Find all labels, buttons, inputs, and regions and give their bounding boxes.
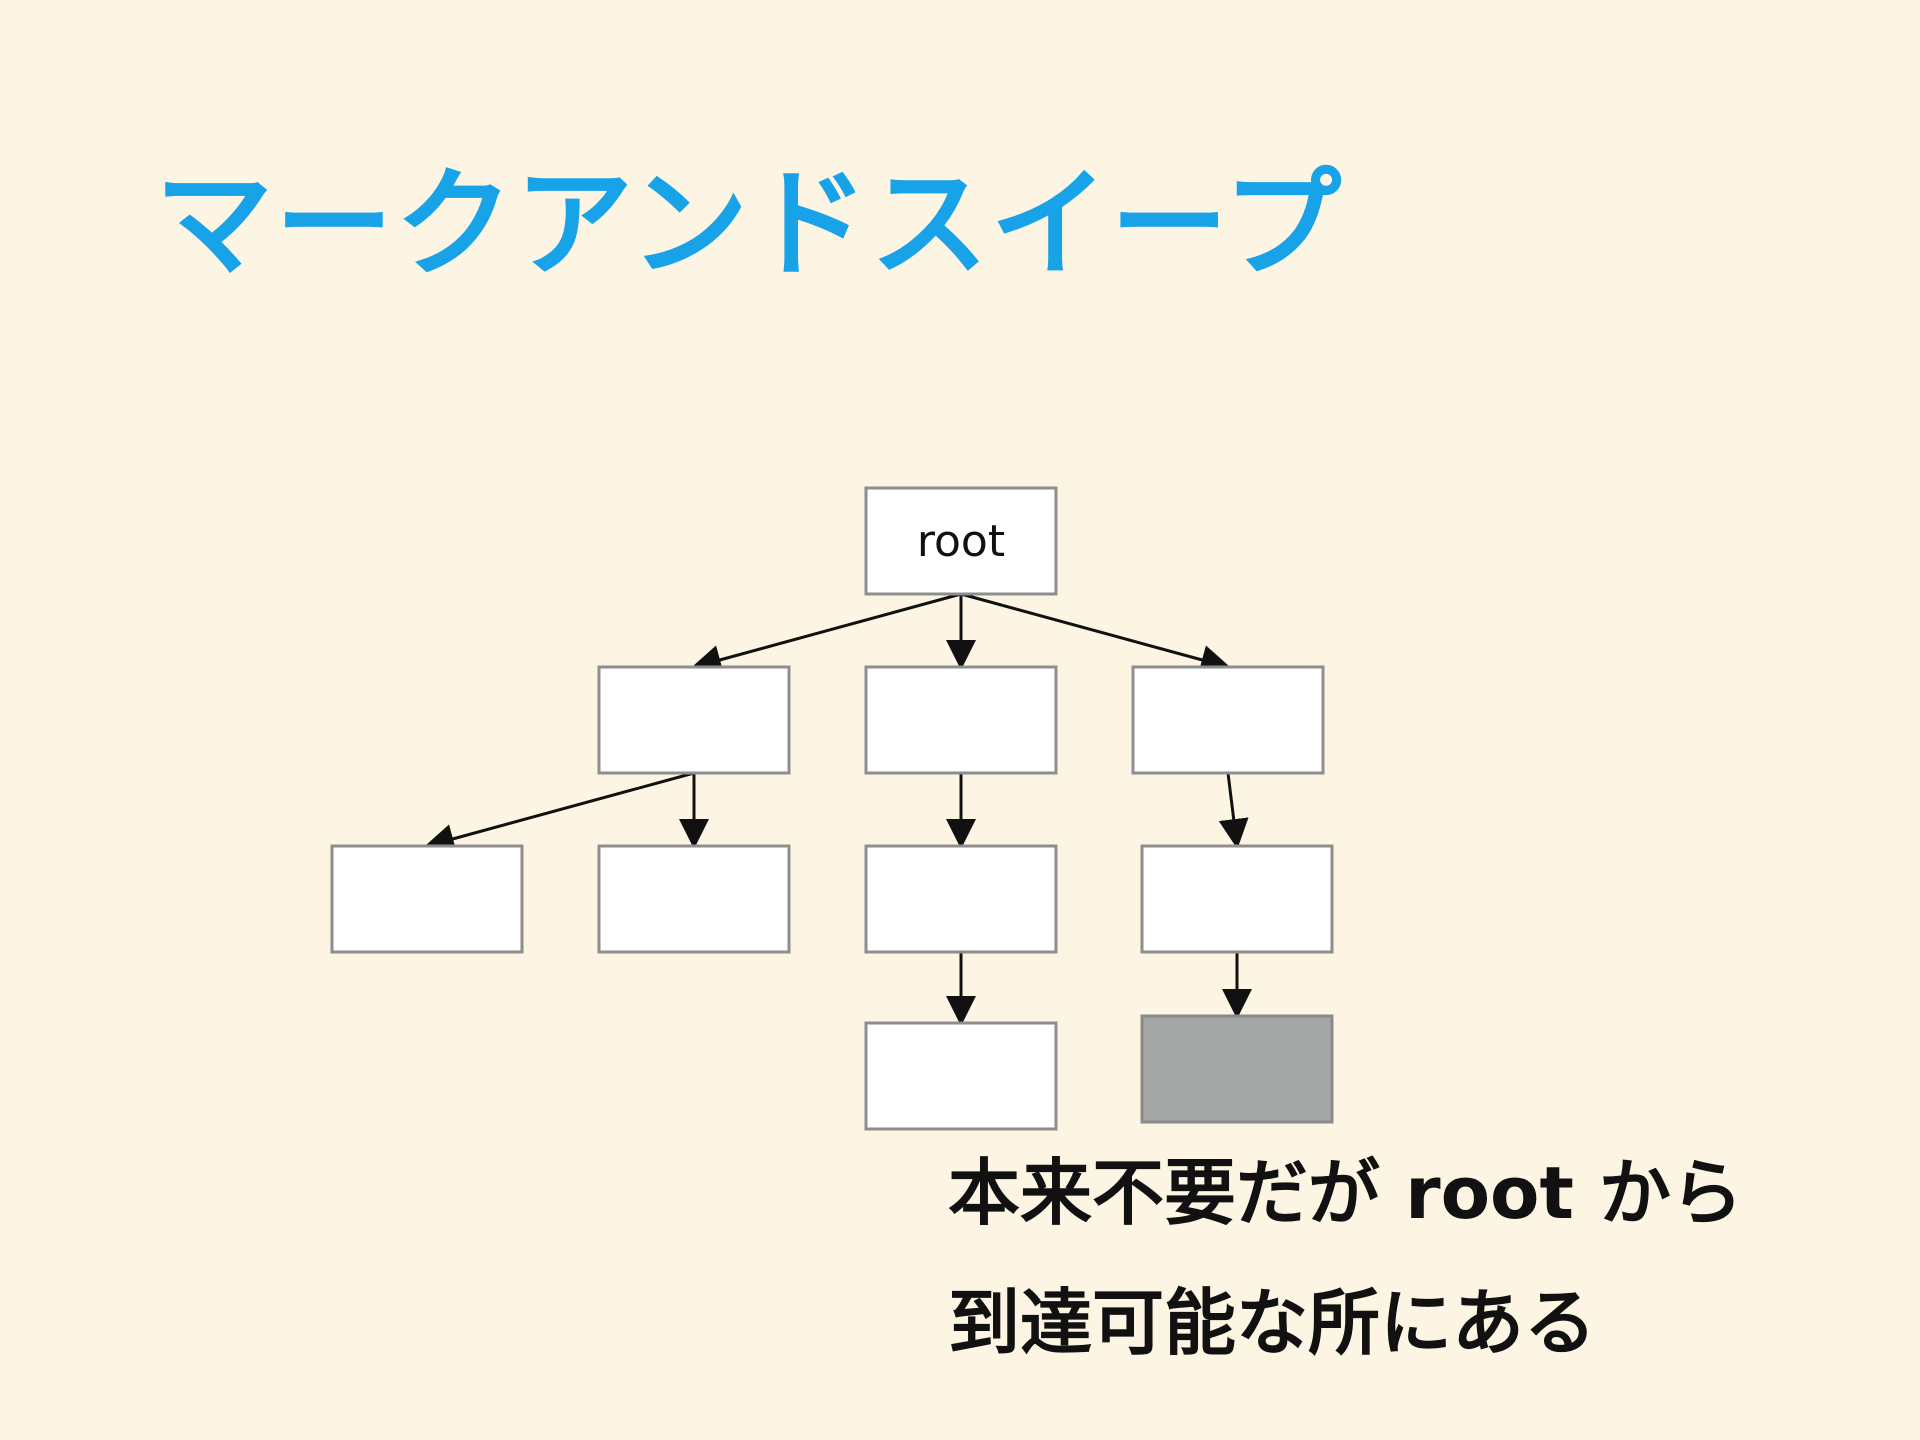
node-box [1131, 665, 1325, 775]
slide-title: マークアンドスイープ [155, 155, 1344, 293]
node-box [597, 665, 791, 775]
node-a [597, 665, 791, 775]
node-box [330, 844, 524, 954]
node-c2 [1140, 1014, 1334, 1124]
node-c1 [1140, 844, 1334, 954]
edge-root-to-c [960, 592, 1231, 675]
node-box [864, 1021, 1058, 1131]
node-box [864, 665, 1058, 775]
edge-a-to-a1 [424, 771, 695, 854]
node-root: root [864, 486, 1058, 596]
edge-root-to-a [691, 592, 962, 675]
caption-line-2: 到達可能な所にある [948, 1281, 1597, 1365]
node-a2 [597, 844, 791, 954]
garbage-node-box [1140, 1014, 1334, 1124]
edge-c-to-c1 [1218, 772, 1249, 849]
node-a1 [330, 844, 524, 954]
node-b2 [864, 1021, 1058, 1131]
node-box [864, 844, 1058, 954]
node-c [1131, 665, 1325, 775]
node-b [864, 665, 1058, 775]
nodes-layer: root [330, 486, 1334, 1131]
edges-layer [424, 592, 1252, 1026]
caption: 本来不要だが root から 到達可能な所にある [948, 1128, 1888, 1388]
node-b1 [864, 844, 1058, 954]
node-box [1140, 844, 1334, 954]
node-label: root [917, 516, 1005, 567]
caption-line-1: 本来不要だが root から [948, 1151, 1743, 1235]
node-box [864, 486, 1058, 596]
node-box [597, 844, 791, 954]
